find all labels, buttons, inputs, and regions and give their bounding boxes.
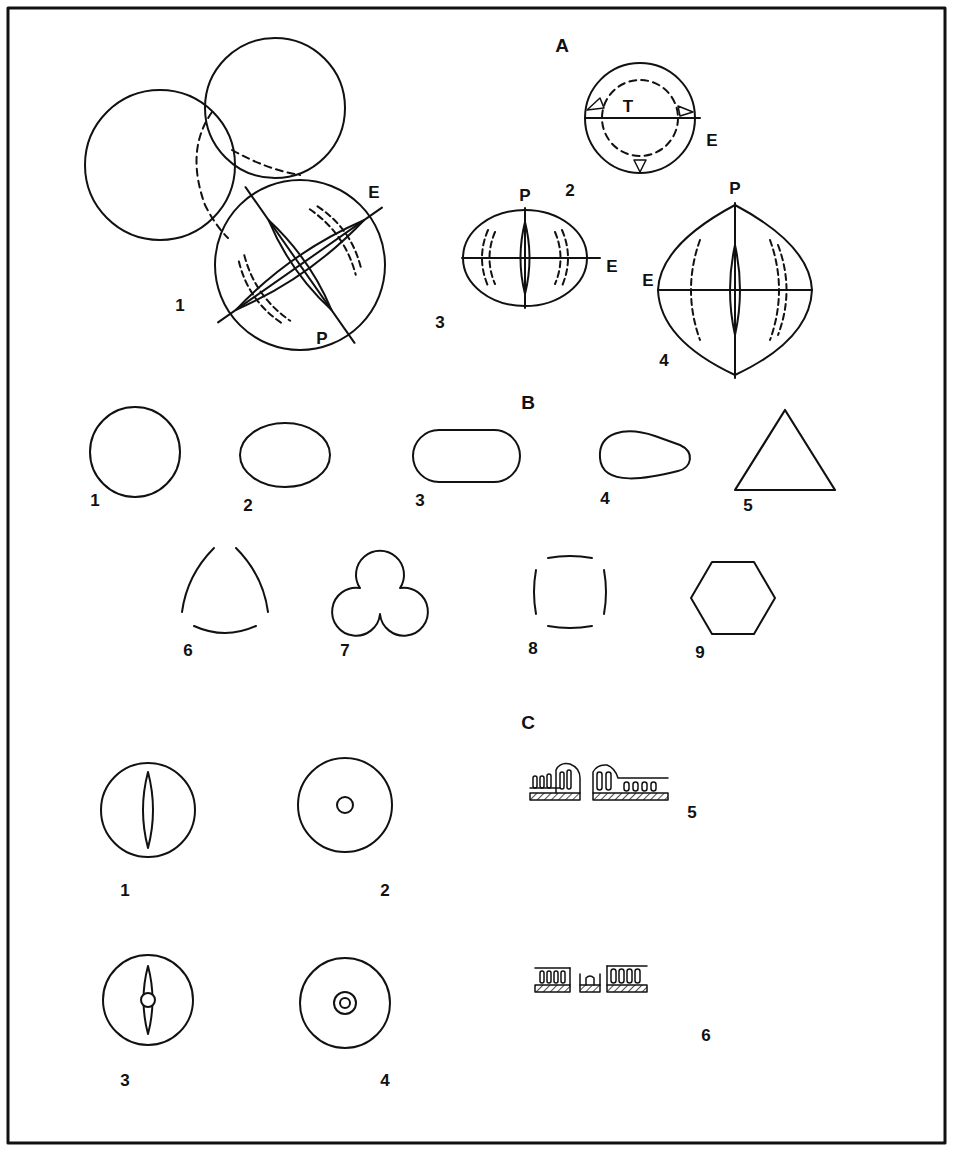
figure-label: 2 — [565, 182, 574, 199]
figure-label: P — [519, 187, 530, 204]
figure-label: P — [729, 180, 740, 197]
figure-label: 1 — [120, 882, 129, 899]
figure-label: 1 — [175, 297, 184, 314]
figure-label: 8 — [528, 640, 537, 657]
figure-label: E — [642, 272, 653, 289]
figure-label: 6 — [701, 1027, 710, 1044]
figure-label: 4 — [380, 1072, 389, 1089]
figure-label: T — [623, 98, 633, 115]
figure-label: 3 — [120, 1072, 129, 1089]
figure-label: E — [606, 258, 617, 275]
figure-label: P — [316, 330, 327, 347]
figure-label: 6 — [183, 642, 192, 659]
figure-label: 3 — [415, 492, 424, 509]
figure-label: 4 — [600, 490, 609, 507]
figure-label: 1 — [90, 492, 99, 509]
figure-label: 5 — [743, 497, 752, 514]
figure-label: 3 — [435, 314, 444, 331]
figure-label: 4 — [659, 352, 668, 369]
figure-label: 2 — [243, 497, 252, 514]
figure-label: E — [706, 132, 717, 149]
figure-label: 9 — [695, 644, 704, 661]
figure-label: 5 — [687, 804, 696, 821]
section-letter: A — [555, 36, 569, 55]
figure-label: E — [368, 184, 379, 201]
figure-label: 7 — [340, 642, 349, 659]
figure-label: 2 — [380, 882, 389, 899]
section-letter: C — [521, 713, 535, 732]
section-letter: B — [521, 393, 535, 412]
